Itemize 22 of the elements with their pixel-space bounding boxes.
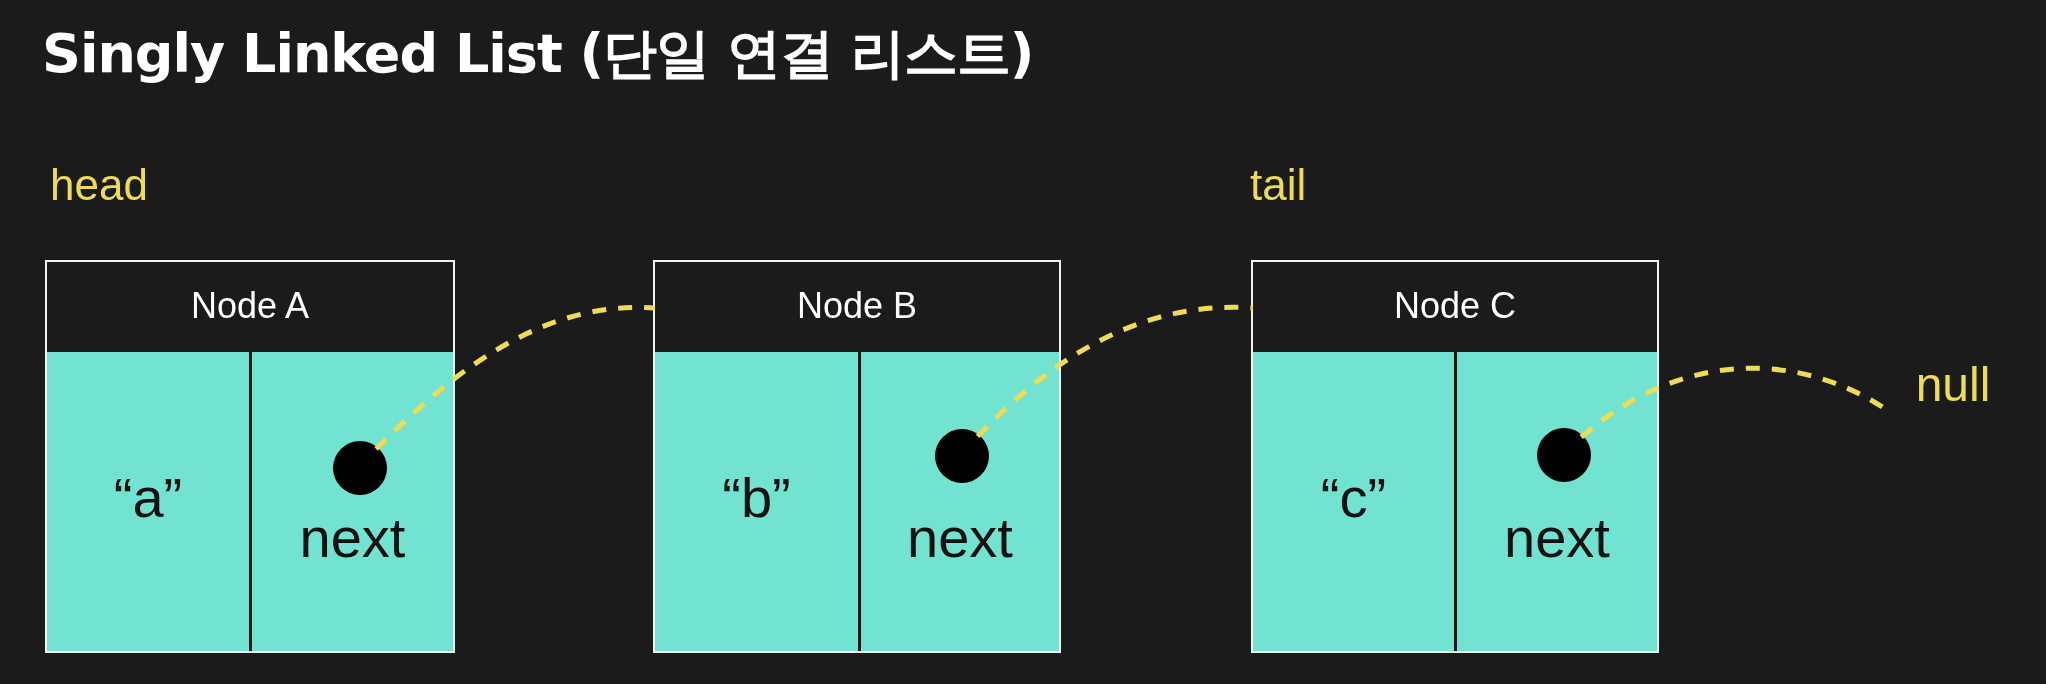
null-label: null — [1890, 352, 2016, 416]
pointer-dot — [935, 429, 989, 483]
pointer-dot — [1537, 428, 1591, 482]
diagram-title: Singly Linked List (단일 연결 리스트) — [42, 21, 1034, 87]
value-text: “c” — [1319, 470, 1388, 526]
next-pointer-cell — [249, 352, 453, 651]
field-label: next — [298, 510, 407, 566]
next-pointer-cell — [858, 352, 1059, 651]
pointer-dot — [333, 441, 387, 495]
field-label: next — [906, 510, 1014, 566]
pointer-name-label: tail — [1250, 160, 1307, 210]
value-text: “a” — [112, 470, 184, 526]
node-header: Node C — [1392, 284, 1518, 328]
data-cell — [655, 352, 858, 651]
pointer-name-label: head — [50, 160, 148, 210]
node-header: Node A — [189, 284, 311, 328]
next-pointer-cell — [1454, 352, 1657, 651]
value-text: “b” — [721, 470, 792, 526]
data-cell — [1253, 352, 1454, 651]
node-header: Node B — [795, 284, 919, 328]
field-label: next — [1503, 510, 1611, 566]
data-cell — [47, 352, 249, 651]
